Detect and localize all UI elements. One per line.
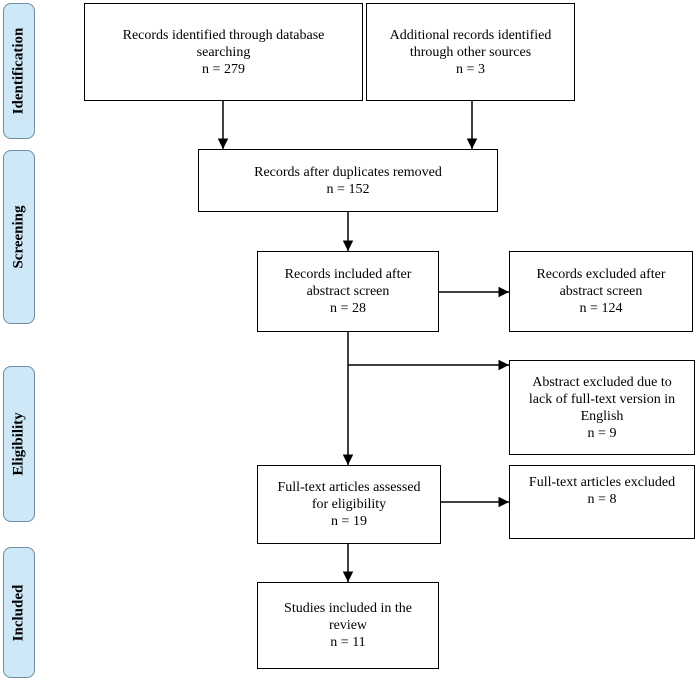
box-excluded-abstract-line-1: Records excluded after: [536, 267, 666, 282]
box-database-count: n = 279: [202, 61, 245, 77]
box-fulltext-assessed-line-2: for eligibility: [311, 497, 387, 512]
box-included-after-abstract: Records included after abstract screen n…: [257, 251, 439, 332]
box-duplicates-count: n = 152: [326, 181, 370, 197]
box-no-fulltext-count: n = 9: [587, 425, 617, 441]
box-studies-included-count: n = 11: [330, 635, 366, 650]
box-no-fulltext-line-2: lack of full-text version in: [528, 391, 676, 407]
box-no-fulltext-line-1: Abstract excluded due to: [532, 374, 672, 390]
box-no-fulltext-line-3: English: [580, 408, 624, 424]
box-included-abstract-line-1: Records included after: [284, 267, 412, 282]
box-other-sources-line-2: through other sources: [409, 44, 532, 60]
phase-identification: Identification: [3, 3, 35, 139]
box-included-abstract-count: n = 28: [330, 301, 366, 316]
phase-eligibility: Eligibility: [3, 366, 35, 522]
box-excluded-abstract-line-2: abstract screen: [559, 284, 643, 299]
box-fulltext-assessed-count: n = 19: [331, 514, 367, 529]
box-studies-included-line-1: Studies included in the: [284, 601, 412, 616]
phase-included: Included: [3, 547, 35, 678]
box-other-sources-count: n = 3: [456, 61, 485, 77]
box-fulltext-assessed: Full-text articles assessed for eligibil…: [257, 465, 441, 544]
box-included-abstract-line-2: abstract screen: [306, 284, 390, 299]
box-duplicates-removed: Records after duplicates removed n = 152: [198, 149, 498, 212]
box-other-sources-line-1: Additional records identified: [389, 27, 552, 43]
box-database-records: Records identified through database sear…: [84, 3, 363, 101]
phase-screening: Screening: [3, 150, 35, 324]
box-excluded-abstract-count: n = 124: [579, 301, 623, 316]
box-excluded-no-fulltext: Abstract excluded due to lack of full-te…: [509, 360, 695, 455]
box-duplicates-line-1: Records after duplicates removed: [254, 164, 442, 180]
box-database-line-2: searching: [196, 44, 251, 60]
box-database-line-1: Records identified through database: [122, 27, 325, 43]
box-fulltext-assessed-line-1: Full-text articles assessed: [277, 480, 421, 495]
box-studies-included: Studies included in the review n = 11: [257, 582, 439, 669]
box-studies-included-line-2: review: [328, 618, 368, 633]
box-fulltext-excluded-line-1: Full-text articles excluded: [528, 475, 676, 490]
box-excluded-after-abstract: Records excluded after abstract screen n…: [509, 251, 693, 332]
box-fulltext-excluded-count: n = 8: [587, 492, 617, 507]
box-other-sources: Additional records identified through ot…: [366, 3, 575, 101]
box-fulltext-excluded: Full-text articles excluded n = 8: [509, 465, 695, 539]
